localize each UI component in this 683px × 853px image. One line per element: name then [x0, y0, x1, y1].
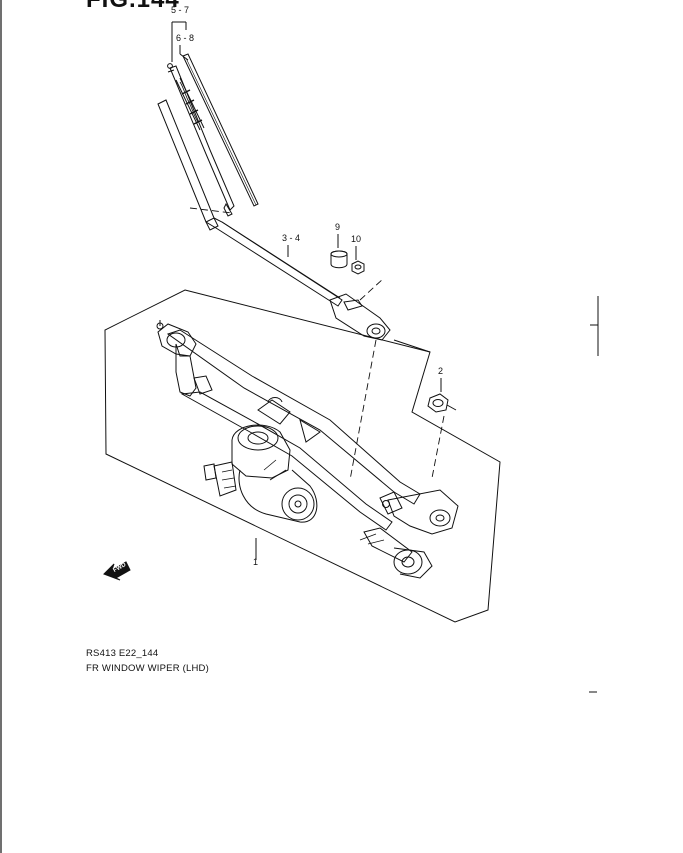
linkage-assembly [156, 320, 459, 579]
callout-2: 2 [438, 366, 444, 376]
wiper-arm [157, 99, 391, 341]
blade-refill [182, 53, 259, 207]
mounting-bolt [427, 378, 457, 413]
frame-edge [393, 339, 431, 353]
wiper-motor [203, 424, 318, 523]
callout-5-7: 5 - 7 [171, 5, 190, 15]
figure-description: FR WINDOW WIPER (LHD) [86, 663, 209, 674]
callout-10: 10 [351, 234, 362, 244]
alignment-lines [189, 207, 445, 481]
callout-1: 1 [253, 557, 259, 567]
wiper-nut [351, 246, 365, 275]
figure-code: RS413 E22_144 [86, 648, 159, 659]
front-direction-arrow [103, 561, 131, 581]
leader-5-7 [171, 21, 187, 62]
wiper-cap [330, 234, 348, 269]
figure-title: FIG.144 [86, 0, 180, 14]
callout-9: 9 [335, 222, 341, 232]
callout-6-8: 6 - 8 [176, 33, 195, 43]
wiper-blade [167, 63, 235, 217]
callout-3-4: 3 - 4 [282, 233, 301, 243]
assembly-frame [104, 289, 501, 623]
